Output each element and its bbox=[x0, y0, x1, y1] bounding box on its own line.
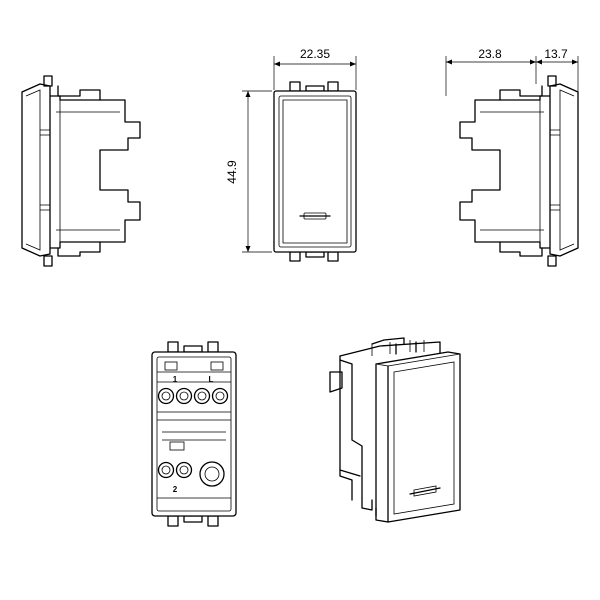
dimension-side-front: 13.7 bbox=[544, 47, 568, 61]
terminal-label-l: L bbox=[209, 375, 214, 384]
right-side-view: 23.8 13.7 bbox=[445, 47, 579, 267]
dimension-front-height: 44.9 bbox=[225, 160, 239, 184]
terminal-label-1: 1 bbox=[173, 375, 178, 384]
front-view: 22.35 44.9 bbox=[225, 47, 357, 262]
rear-view: 1 L 2 bbox=[151, 341, 237, 527]
left-side-view bbox=[21, 75, 141, 267]
isometric-view bbox=[329, 337, 461, 523]
dimension-side-depth: 23.8 bbox=[478, 47, 502, 61]
dimension-front-width: 22.35 bbox=[300, 47, 330, 61]
terminal-label-2: 2 bbox=[173, 485, 178, 494]
